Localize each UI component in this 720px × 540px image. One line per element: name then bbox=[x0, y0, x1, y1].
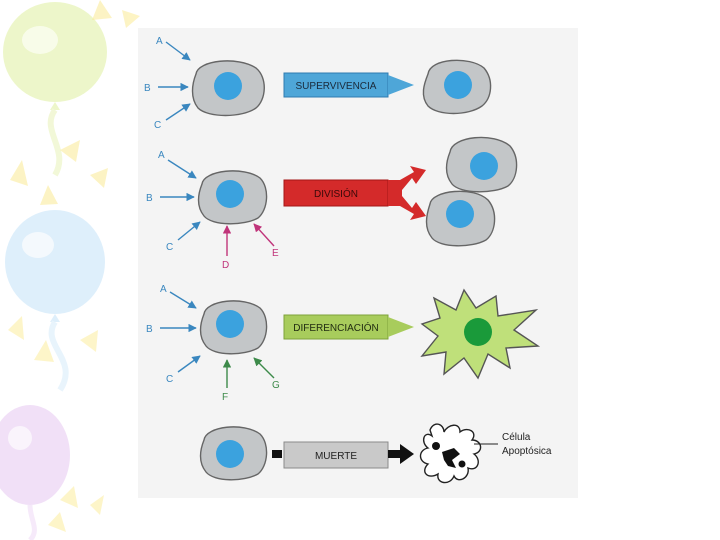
signal-label-e: E bbox=[272, 248, 279, 259]
row-division: A B C D E DIVISIÓN bbox=[146, 136, 518, 271]
signal-arrow-g bbox=[253, 357, 275, 379]
signal-label-b: B bbox=[146, 193, 153, 204]
signal-label-f: F bbox=[222, 392, 228, 403]
fate-label-survival: SUPERVIVENCIA bbox=[296, 81, 377, 92]
fate-label-division: DIVISIÓN bbox=[314, 187, 358, 200]
signal-label-b: B bbox=[146, 324, 153, 335]
balloon-yellow-rays bbox=[10, 0, 140, 205]
daughter-cell-top-nucleus bbox=[470, 152, 498, 180]
fate-band-death-stub bbox=[272, 450, 282, 458]
apoptotic-body bbox=[432, 442, 440, 450]
signal-arrow-e bbox=[253, 223, 275, 247]
apoptotic-label-line-2: Apoptósica bbox=[502, 446, 552, 457]
cell-fate-diagram: A B C SUPERVIVENCIA A B C D E bbox=[138, 28, 578, 498]
signal-arrow-c bbox=[165, 103, 191, 121]
cell-nucleus bbox=[214, 72, 242, 100]
signal-arrow-c bbox=[177, 221, 201, 241]
balloon-purple-rays bbox=[48, 486, 104, 532]
fate-band-death bbox=[283, 441, 389, 469]
signal-label-g: G bbox=[272, 380, 280, 391]
signal-label-a: A bbox=[156, 36, 163, 47]
signal-label-b: B bbox=[144, 83, 151, 94]
row-differentiation: A B C F G DIFERENCIACIÓN bbox=[146, 284, 541, 403]
fate-label-death: MUERTE bbox=[315, 451, 357, 462]
row-survival: A B C SUPERVIVENCIA bbox=[144, 36, 492, 131]
cell-nucleus bbox=[216, 440, 244, 468]
cell-nucleus bbox=[216, 310, 244, 338]
fate-band-differentiation bbox=[283, 314, 389, 340]
cell-fate-svg: A B C SUPERVIVENCIA A B C D E bbox=[144, 36, 552, 484]
differentiated-cell-nucleus bbox=[464, 318, 492, 346]
signal-label-d: D bbox=[222, 260, 229, 271]
signal-arrow-a bbox=[167, 159, 197, 179]
row-death: MUERTE Célula Apoptósica bbox=[199, 423, 552, 484]
fate-arrowhead-differentiation bbox=[388, 317, 414, 337]
cell-nucleus bbox=[216, 180, 244, 208]
balloon-blue-rays bbox=[8, 316, 98, 362]
fate-arrowhead-division bbox=[388, 166, 426, 220]
signal-label-c: C bbox=[166, 374, 173, 385]
fate-label-differentiation: DIFERENCIACIÓN bbox=[293, 321, 379, 334]
signal-arrow-c bbox=[177, 355, 201, 373]
daughter-cell-bottom-nucleus bbox=[446, 200, 474, 228]
fate-band-death-tail bbox=[388, 450, 400, 458]
fate-arrowhead-death bbox=[400, 444, 414, 464]
signal-label-c: C bbox=[166, 242, 173, 253]
signal-label-a: A bbox=[160, 284, 167, 295]
apoptotic-body bbox=[458, 460, 466, 468]
result-cell-nucleus bbox=[444, 71, 472, 99]
balloon-purple bbox=[0, 405, 70, 540]
apoptotic-label-line-1: Célula bbox=[502, 432, 531, 443]
fate-arrowhead-survival bbox=[388, 75, 414, 95]
signal-label-a: A bbox=[158, 150, 165, 161]
signal-label-c: C bbox=[154, 120, 161, 131]
apoptotic-fragments bbox=[442, 448, 460, 468]
signal-arrow-a bbox=[169, 291, 197, 309]
signal-arrow-a bbox=[165, 41, 191, 61]
balloon-blue bbox=[5, 210, 105, 392]
balloon-green bbox=[3, 2, 107, 177]
fate-band-division bbox=[283, 179, 389, 207]
